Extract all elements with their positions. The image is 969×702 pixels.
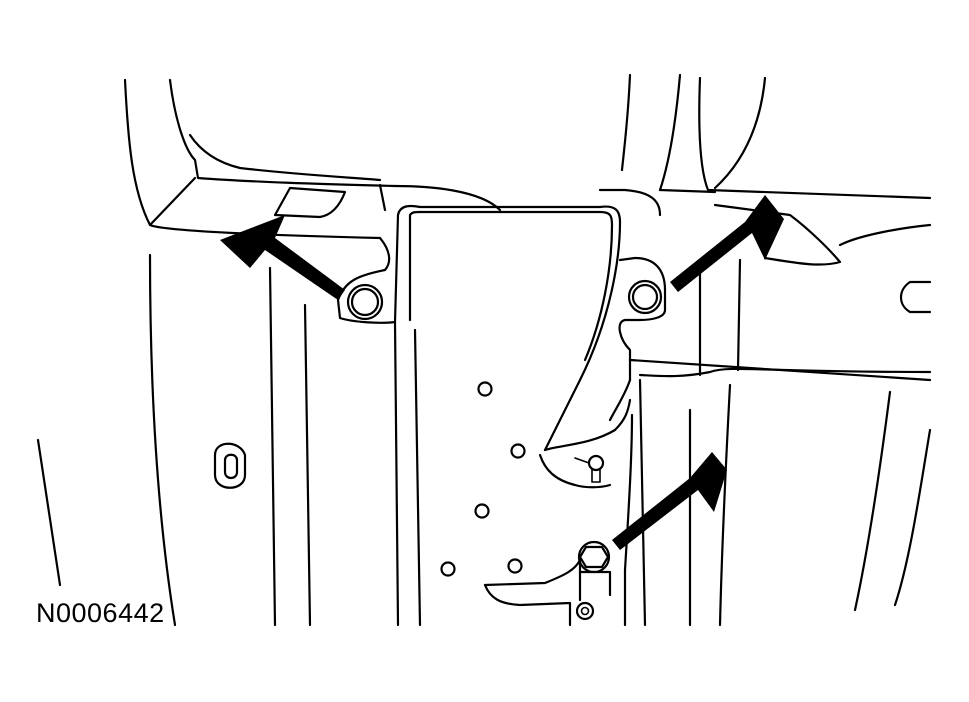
left-oval-hole xyxy=(213,442,247,489)
upper-left-tab xyxy=(273,186,347,219)
arrow-upper-left-icon xyxy=(220,215,345,300)
lower-nut xyxy=(577,540,611,574)
arrow-lower-nut-icon xyxy=(612,452,727,550)
upper-right-fastener xyxy=(627,279,663,315)
figure-id-label: N0006442 xyxy=(36,598,165,628)
lower-bracket xyxy=(483,558,612,627)
right-bracket xyxy=(538,220,932,627)
arrow-upper-right-icon xyxy=(670,195,784,292)
upper-left-fastener xyxy=(346,283,384,321)
center-rail xyxy=(378,183,662,627)
right-vertical-lines xyxy=(638,258,932,627)
body-panel-outline xyxy=(123,73,932,324)
rail-holes xyxy=(440,381,526,577)
callout-arrows xyxy=(220,195,784,550)
left-vertical-lines xyxy=(36,253,312,627)
clip-eyelet xyxy=(574,454,605,483)
